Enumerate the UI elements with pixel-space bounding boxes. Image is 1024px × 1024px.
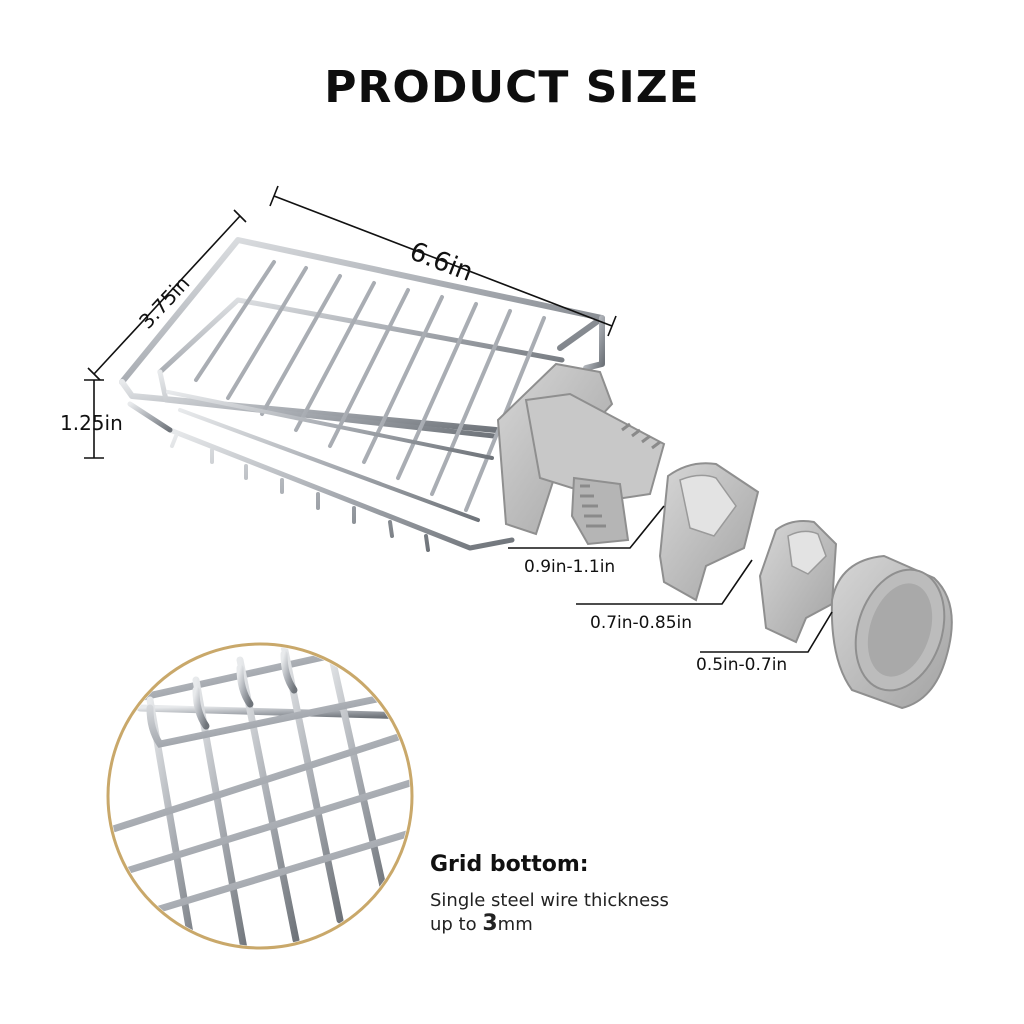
dimension-lines <box>84 185 833 653</box>
clip-medium-label: 0.7in-0.85in <box>590 613 692 633</box>
grid-closeup-icon <box>106 642 414 950</box>
faucet-clamp-icon <box>496 362 666 546</box>
clip-large-label: 0.9in-1.1in <box>524 557 615 577</box>
page-title: PRODUCT SIZE <box>324 62 700 113</box>
height-label: 1.25in <box>60 411 123 435</box>
grid-caption: Grid bottom: Single steel wire thickness… <box>430 852 790 936</box>
caption-value: 3 <box>482 911 498 936</box>
caption-heading: Grid bottom: <box>430 852 589 877</box>
steel-basket-icon <box>119 237 605 552</box>
caption-line-2: up to 3mm <box>430 912 790 936</box>
caption-prefix: up to <box>430 914 483 935</box>
adapter-sleeve-icon <box>658 462 760 602</box>
clip-small-label: 0.5in-0.7in <box>696 655 787 675</box>
caption-unit: mm <box>497 914 533 935</box>
caption-line-1: Single steel wire thickness <box>430 890 669 911</box>
adapter-sleeve-icon <box>758 520 838 644</box>
end-cap-icon <box>830 554 953 710</box>
